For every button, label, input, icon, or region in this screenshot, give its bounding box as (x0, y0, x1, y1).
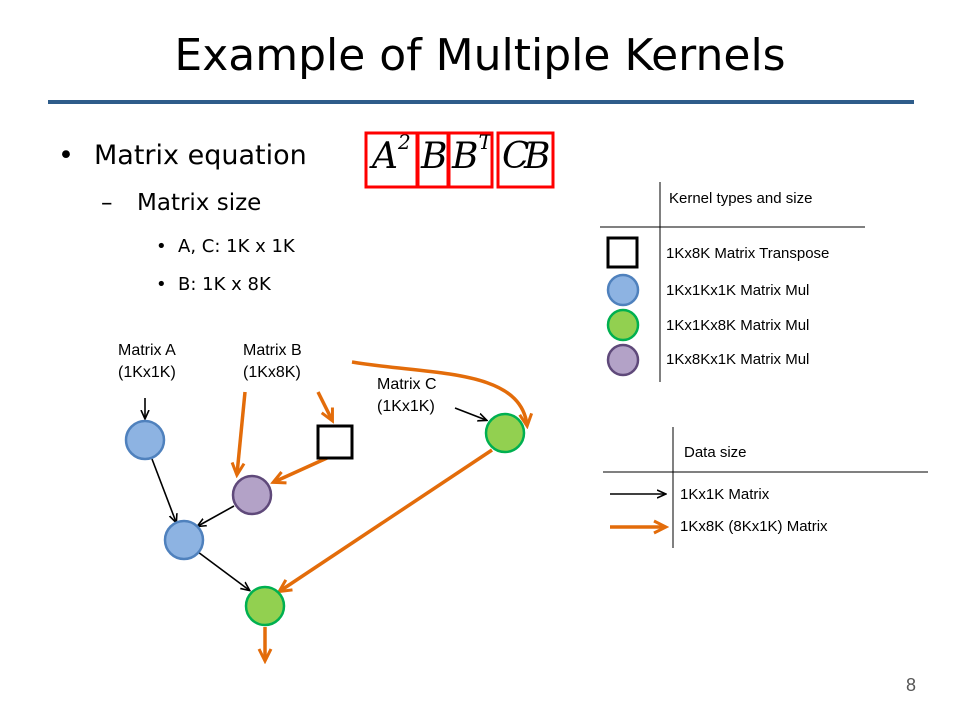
label-matrix-b: Matrix B (1Kx8K) (243, 342, 302, 381)
eq-b2: BT (452, 130, 492, 177)
legend-item-1k1k-matrix: 1Kx1K Matrix (680, 486, 770, 503)
node-mul-cb (484, 412, 526, 454)
bullet-size-b: • B: 1K x 8K (156, 274, 271, 295)
bullet-text: Matrix equation (94, 140, 307, 171)
eq-a: A2 (372, 130, 411, 177)
highlight-box-bt (446, 131, 494, 189)
bullet-dot-icon: • (156, 274, 167, 295)
legend-blue-circle-icon (606, 273, 640, 307)
node-transpose (316, 424, 354, 460)
title-divider (48, 100, 914, 104)
highlight-box-a2 (364, 131, 420, 189)
node-mul-final (244, 585, 286, 627)
label-matrix-c: Matrix C (1Kx1K) (377, 376, 437, 415)
node-mul-bbt (231, 474, 273, 516)
edge-mul1-to-mul3 (197, 551, 249, 590)
legend-item-mul-1k8k1k: 1Kx8Kx1K Matrix Mul (666, 351, 810, 368)
bullet-size-ac: • A, C: 1K x 1K (156, 236, 295, 257)
legend-item-transpose: 1Kx8K Matrix Transpose (666, 245, 830, 262)
bullet-dot-icon: • (58, 140, 74, 171)
bullet-text: B: 1K x 8K (178, 274, 271, 295)
edge-input-b-to-mul2 (237, 391, 247, 474)
bullet-matrix-equation: • Matrix equation (58, 140, 307, 171)
highlight-box-cb (496, 131, 555, 189)
edge-a-to-mul1 (151, 458, 176, 522)
bullet-text: Matrix size (137, 190, 262, 216)
edge-transpose-to-mul2 (274, 456, 328, 482)
legend-green-circle-icon (606, 308, 640, 342)
edge-mul-green-to-mul3 (280, 448, 493, 591)
legend-item-1k8k-matrix: 1Kx8K (8Kx1K) Matrix (680, 518, 828, 535)
edge-input-b-to-mul-green (351, 360, 527, 425)
page-number: 8 (906, 675, 917, 695)
data-legend-title: Data size (684, 444, 747, 461)
eq-b1: B (421, 136, 448, 177)
edge-input-b-to-transpose (316, 391, 332, 420)
kernel-legend-graphics (600, 182, 865, 382)
bullet-matrix-size: – Matrix size (101, 190, 261, 216)
highlight-box-b (415, 131, 451, 189)
data-legend-graphics (603, 427, 928, 548)
node-mul-a2bbt (163, 519, 205, 561)
page-title: Example of Multiple Kernels (174, 30, 786, 81)
legend-purple-circle-icon (606, 343, 640, 377)
eq-c: C (502, 136, 530, 177)
diagram-nodes (124, 412, 526, 627)
label-matrix-a: Matrix A (1Kx1K) (118, 342, 176, 381)
kernel-legend-title: Kernel types and size (669, 190, 813, 207)
edge-mul2-to-mul1 (198, 505, 235, 526)
diagram-edges (145, 360, 527, 660)
bullet-text: A, C: 1K x 1K (178, 236, 295, 257)
node-mul-a-squared (124, 419, 166, 461)
legend-item-mul-1k1k8k: 1Kx1Kx8K Matrix Mul (666, 317, 810, 334)
legend-square-icon (606, 236, 639, 269)
eq-b3: B (524, 136, 551, 177)
edge-input-c (454, 407, 486, 420)
legend-item-mul-1k1k1k: 1Kx1Kx1K Matrix Mul (666, 282, 810, 299)
bullet-dash-icon: – (101, 190, 113, 216)
equation-highlight-boxes (364, 131, 555, 189)
bullet-dot-icon: • (156, 236, 167, 257)
